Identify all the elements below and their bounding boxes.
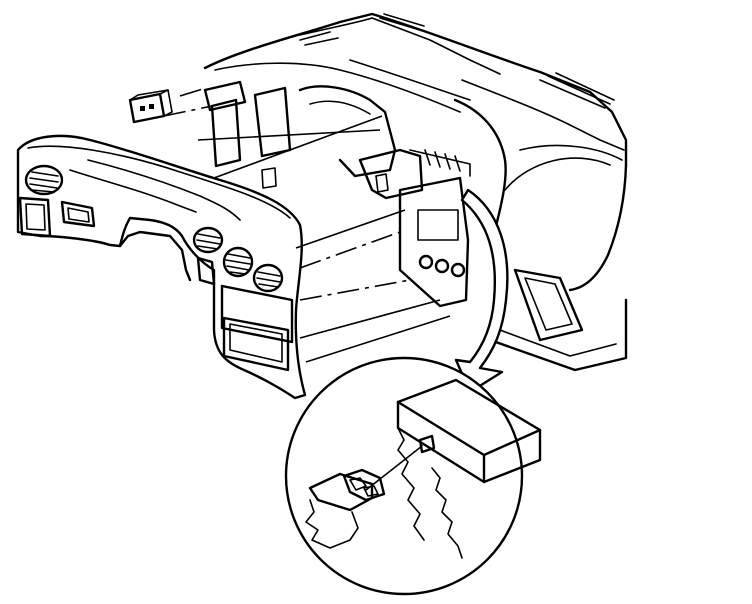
detail-magnifier	[284, 356, 542, 596]
connector-block	[128, 80, 247, 124]
defroster-grille	[299, 13, 615, 109]
radio-climate-bezel	[196, 256, 294, 372]
leader-lines	[163, 87, 451, 363]
detail-arrow	[454, 188, 509, 394]
passenger-dash	[453, 98, 628, 372]
instrument-panel-upper	[203, 12, 628, 167]
left-outer-vent	[18, 164, 96, 238]
glove-box-opening	[488, 268, 628, 372]
center-vents	[192, 226, 284, 293]
instrument-panel	[16, 134, 307, 400]
